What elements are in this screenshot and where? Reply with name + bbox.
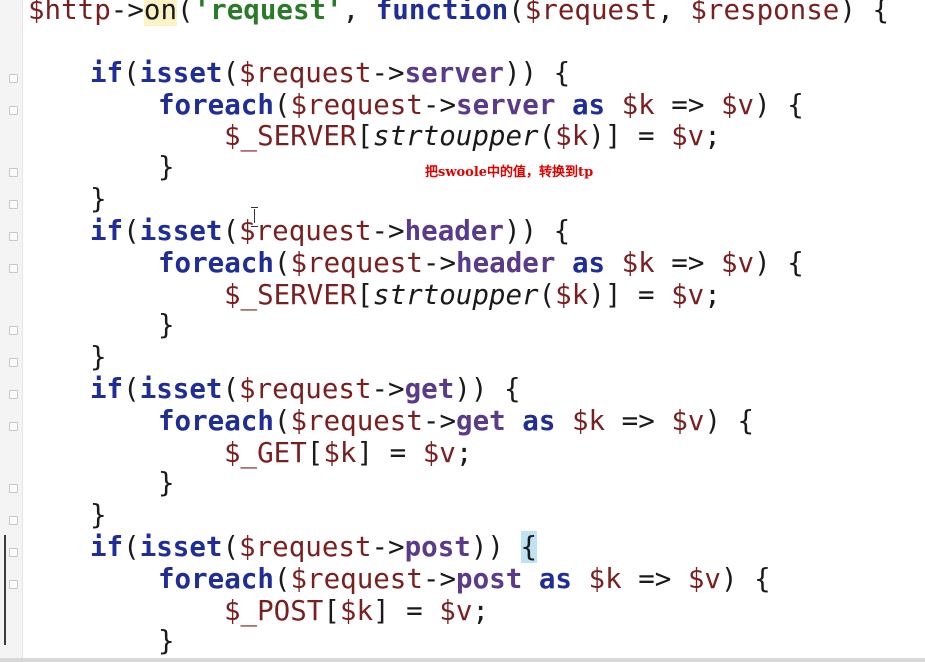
code-line: foreach($request->server as $k => $v) { <box>158 89 804 121</box>
code-line: if(isset($request->get)) { <box>90 373 521 405</box>
code-line: } <box>90 183 107 215</box>
fold-marker-icon[interactable] <box>9 390 18 399</box>
fold-marker-icon[interactable] <box>9 200 18 209</box>
code-line: foreach($request->post as $k => $v) { <box>158 563 771 595</box>
editor-gutter <box>0 0 23 662</box>
fold-marker-icon[interactable] <box>9 580 18 589</box>
text-cursor-icon <box>251 207 259 227</box>
fold-marker-icon[interactable] <box>9 484 18 493</box>
code-line: } <box>158 309 175 341</box>
fold-marker-icon[interactable] <box>9 326 18 335</box>
code-line: } <box>158 151 175 183</box>
fold-marker-icon[interactable] <box>9 358 18 367</box>
change-marker <box>4 535 6 645</box>
code-line: $_GET[$k] = $v; <box>224 437 473 469</box>
fold-marker-icon[interactable] <box>9 264 18 273</box>
code-line: foreach($request->get as $k => $v) { <box>158 405 755 437</box>
code-line: } <box>158 467 175 499</box>
fold-marker-icon[interactable] <box>9 74 18 83</box>
code-line: foreach($request->header as $k => $v) { <box>158 247 804 279</box>
annotation-text: 把swoole中的值，转换到tp <box>425 165 594 180</box>
fold-marker-icon[interactable] <box>9 232 18 241</box>
code-line: $_SERVER[strtoupper($k)] = $v; <box>224 279 721 311</box>
code-line: } <box>158 625 175 657</box>
code-line: if(isset($request->header)) { <box>90 215 571 247</box>
code-line: } <box>90 341 107 373</box>
code-line: $_SERVER[strtoupper($k)] = $v; <box>224 120 721 152</box>
fold-marker-icon[interactable] <box>9 168 18 177</box>
matched-brace: { <box>520 531 538 563</box>
fold-marker-icon[interactable] <box>9 516 18 525</box>
fold-marker-icon[interactable] <box>9 106 18 115</box>
code-line: $http->on('request', function($request, … <box>28 0 889 26</box>
editor-bottom-border <box>0 658 925 662</box>
code-line: if(isset($request->post)) { <box>90 531 538 563</box>
code-line: $_POST[$k] = $v; <box>224 595 489 627</box>
fold-marker-icon[interactable] <box>9 548 18 557</box>
code-line: } <box>90 499 107 531</box>
code-line: if(isset($request->server)) { <box>90 57 571 89</box>
fold-marker-icon[interactable] <box>9 422 18 431</box>
